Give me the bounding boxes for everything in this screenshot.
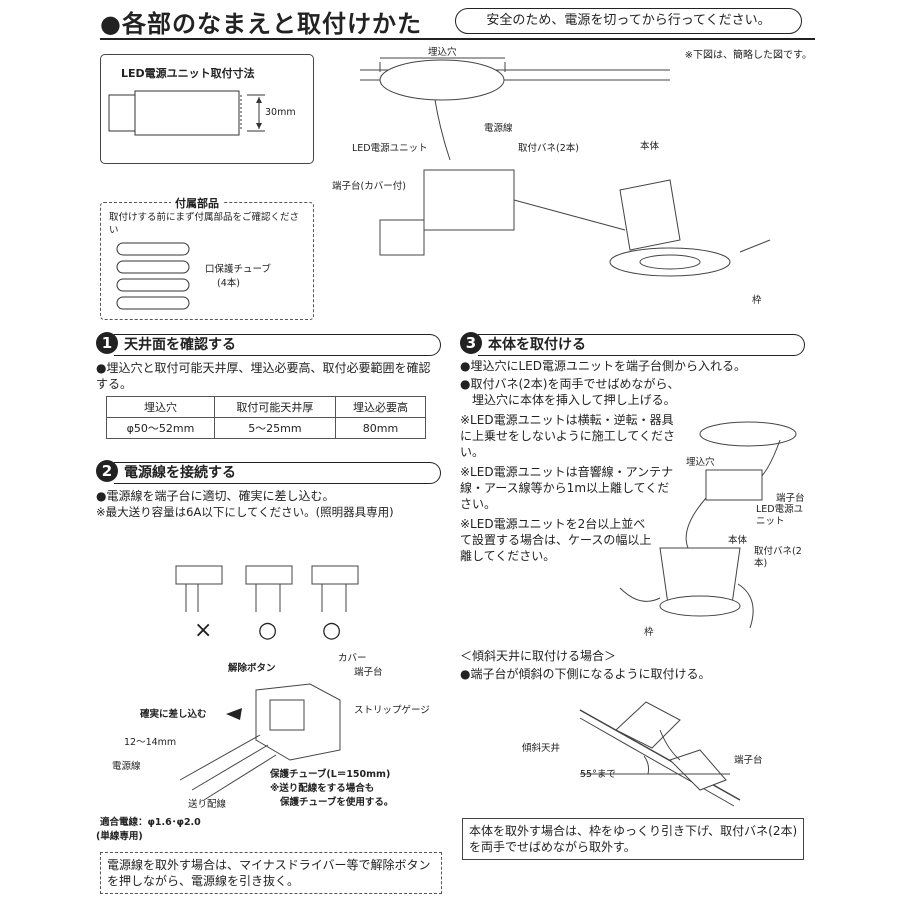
s3-label-terminal: 端子台	[776, 493, 805, 504]
section3-remove-note: 本体を取外す場合は、枠をゆっくり引き下げ、取付バネ(2本)を両手でせばめながら取…	[469, 824, 798, 854]
section2-title: 電源線を接続する	[114, 462, 441, 484]
label-tube-note2: 保護チューブを使用する。	[280, 797, 394, 808]
accessories-instruction: 取付けする前にまず付属部品をご確認ください	[109, 212, 300, 236]
section2-remove-note: 電源線を取外す場合は、マイナスドライバー等で解除ボタンを押しながら、電源線を引き…	[107, 858, 431, 888]
section1-number: 1	[96, 332, 118, 354]
s3-label-frame: 枠	[644, 627, 654, 638]
label-cover: カバー	[338, 653, 367, 664]
dimension-value: 30mm	[265, 107, 296, 118]
accessories-count: (4本)	[217, 278, 240, 289]
spec-header-hole: 埋込穴	[106, 396, 215, 418]
section3-text2a: ●取付バネ(2本)を両手でせばめながら、	[460, 377, 680, 391]
accessories-title: 付属部品	[171, 195, 223, 211]
s3-label-body: 本体	[728, 535, 748, 546]
label-led-unit: LED電源ユニット	[352, 143, 428, 154]
slope-heading: ＜傾斜天井に取付ける場合＞	[460, 649, 617, 663]
label-terminal-2: 端子台	[354, 667, 383, 678]
label-cable: 電源線	[484, 123, 513, 134]
label-strip-length: 12～14mm	[124, 737, 177, 748]
simplified-note: ※下図は、簡略した図です。	[684, 50, 812, 61]
mark-wrong: ×	[194, 618, 213, 643]
label-body: 本体	[640, 141, 660, 152]
section3-remove-note-box: 本体を取外す場合は、枠をゆっくり引き下げ、取付バネ(2本)を両手でせばめながら取…	[462, 818, 804, 860]
s3-label-unit: LED電源ユニット	[756, 504, 804, 527]
dimension-title: LED電源ユニット取付寸法	[121, 67, 255, 80]
install-drawing	[619, 421, 797, 629]
spec-header-height: 埋込必要高	[334, 396, 427, 418]
label-insert: 確実に差し込む	[140, 709, 207, 720]
slope-terminal: 端子台	[734, 755, 763, 766]
section2-text1: ●電源線を端子台に適切、確実に差し込む。	[96, 489, 335, 503]
spec-height: 80mm	[334, 417, 427, 439]
label-tube: 保護チューブ(L＝150mm)	[270, 769, 391, 780]
terminal-block-drawing	[179, 683, 341, 801]
section2-heading: 2 電源線を接続する	[96, 460, 444, 484]
spec-thickness: 5～25mm	[213, 417, 336, 439]
section2-number: 2	[96, 460, 118, 482]
page-title: ●各部のなまえと取付けかた	[100, 10, 422, 38]
mark-ok-1: ○	[258, 618, 278, 643]
slope-drawing	[579, 701, 741, 807]
section1-spec-table: 埋込穴 取付可能天井厚 埋込必要高 φ50～52mm 5～25mm 80mm	[106, 396, 427, 439]
wire-spec: 適合電線：φ1.6･φ2.0	[100, 817, 201, 828]
accessories-box: 付属部品 取付けする前にまず付属部品をご確認ください 口保護チューブ (4本)	[100, 195, 314, 320]
fixture-diagram	[360, 57, 771, 277]
label-terminal: 端子台(カバー付)	[332, 181, 406, 192]
label-strip-gauge: ストリップゲージ	[354, 705, 430, 716]
s3-label-spring: 取付バネ(2本)	[754, 546, 802, 569]
slope-text: ●端子台が傾斜の下側になるように取付ける。	[460, 667, 711, 681]
section3-heading: 3 本体を取付ける	[460, 332, 808, 356]
slope-label: 傾斜天井	[522, 743, 561, 754]
section3-note1: ※LED電源ユニットは横転・逆転・器具に上乗せをしないように施工してください。	[460, 413, 676, 459]
dimension-box: LED電源ユニット取付寸法 30mm	[100, 54, 314, 164]
tube-drawing	[116, 242, 190, 310]
section2-remove-note-box: 電源線を取外す場合は、マイナスドライバー等で解除ボタンを押しながら、電源線を引き…	[100, 852, 442, 894]
label-feed: 送り配線	[188, 799, 227, 810]
label-hole: 埋込穴	[428, 47, 457, 58]
spec-hole: φ50～52mm	[106, 417, 215, 439]
title-rule	[100, 38, 815, 40]
section3-note3: ※LED電源ユニットを2台以上並べて設置する場合は、ケースの幅以上離してください…	[460, 517, 652, 563]
slope-angle: 55°まで	[580, 769, 616, 780]
accessories-item: 口保護チューブ	[205, 264, 271, 275]
section3-text2b: 埋込穴に本体を挿入して押し上げる。	[472, 393, 676, 407]
spec-header-thickness: 取付可能天井厚	[213, 396, 336, 418]
section1-heading: 1 天井面を確認する	[96, 332, 444, 356]
section3-text1: ●埋込穴にLED電源ユニットを端子台側から入れる。	[460, 359, 746, 373]
label-spring: 取付バネ(2本)	[518, 143, 579, 154]
mark-ok-2: ○	[322, 618, 342, 643]
section3-note2: ※LED電源ユニットは音響線・アンテナ線・アース線等から1m以上離してください。	[460, 465, 674, 511]
wire-only: (単線専用)	[96, 831, 143, 842]
section1-text: ●埋込穴と取付可能天井厚、埋込必要高、取付必要範囲を確認する。	[96, 361, 431, 391]
s3-label-hole: 埋込穴	[686, 457, 715, 468]
label-tube-note1: ※送り配線をする場合も	[270, 783, 375, 794]
label-cable-2: 電源線	[112, 761, 141, 772]
unit-side-drawing	[108, 90, 265, 136]
section3-number: 3	[460, 332, 482, 354]
section1-title: 天井面を確認する	[114, 334, 441, 356]
terminal-wiring-drawing	[175, 565, 359, 612]
safety-caution: 安全のため、電源を切ってから行ってください。	[455, 8, 802, 34]
label-release-button: 解除ボタン	[228, 663, 276, 674]
label-frame: 枠	[752, 295, 762, 306]
section2-text2: ※最大送り容量は6A以下にしてください。(照明器具専用)	[96, 505, 394, 519]
section3-title: 本体を取付ける	[478, 334, 805, 356]
